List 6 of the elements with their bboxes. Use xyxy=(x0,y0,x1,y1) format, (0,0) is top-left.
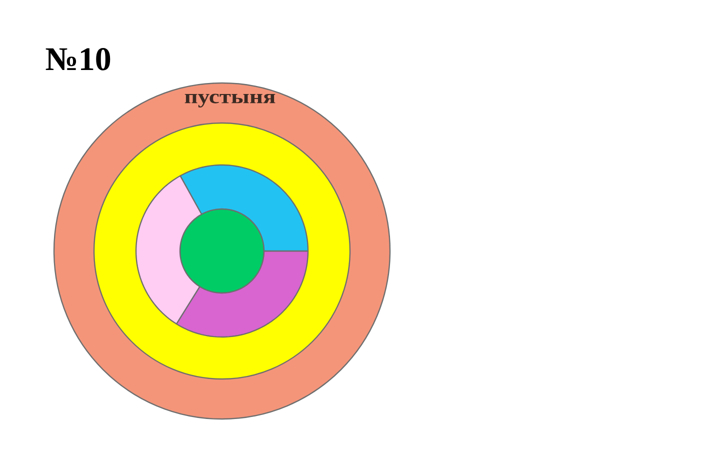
sector xyxy=(176,250,309,338)
sector xyxy=(135,175,202,325)
region-label: пустыня xyxy=(184,94,276,108)
circle xyxy=(179,208,265,294)
title: №10 xyxy=(46,48,110,70)
sector xyxy=(180,164,309,252)
